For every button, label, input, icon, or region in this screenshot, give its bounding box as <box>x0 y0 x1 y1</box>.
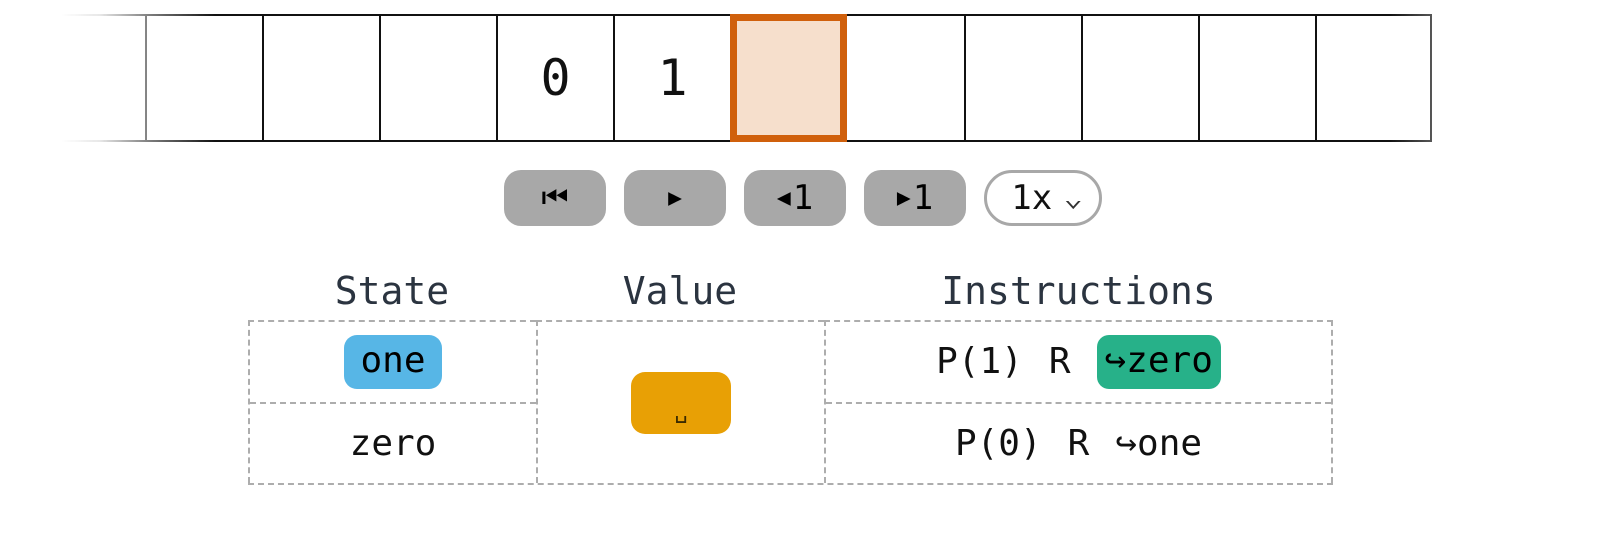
skip-to-start-icon: ⏮ <box>541 180 569 215</box>
tape-cell[interactable] <box>28 14 145 142</box>
table-header-row: State Value Instructions <box>248 262 1333 320</box>
tape-cell[interactable] <box>964 14 1081 142</box>
state-label: zero <box>349 422 437 464</box>
table-row[interactable]: P(1) R ↪zero <box>826 322 1331 404</box>
instruction-active: P(1) R ↪zero <box>936 335 1221 389</box>
play-icon: ▶ <box>668 184 682 211</box>
table-row[interactable]: P(0) R ↪one <box>826 404 1331 483</box>
column-header-value: Value <box>622 269 738 313</box>
tape-cell[interactable] <box>145 14 262 142</box>
instructions-column: P(1) R ↪zero P(0) R ↪one <box>824 320 1333 483</box>
tape-cell[interactable] <box>262 14 379 142</box>
transition-table: State Value Instructions one zero ␣ P(1) <box>248 262 1333 485</box>
step-forward-button[interactable]: ▶ 1 <box>864 170 966 226</box>
tape-cell-value: 0 <box>540 49 571 107</box>
tape-cell[interactable] <box>1198 14 1315 142</box>
instruction-move: R <box>1067 422 1090 464</box>
table-row[interactable]: zero <box>250 404 536 483</box>
tape-strip: 0 1 <box>28 14 1432 142</box>
step-forward-count: 1 <box>912 178 934 218</box>
tape-viewport: 0 1 <box>0 14 1606 142</box>
tape-cell[interactable] <box>1081 14 1198 142</box>
triangle-left-icon: ◀ <box>776 184 791 211</box>
playback-controls: ⏮ ▶ ◀ 1 ▶ 1 1x ⌄ <box>0 163 1606 233</box>
instruction-goto: ↪one <box>1115 422 1203 464</box>
instruction-move: R <box>1048 341 1071 382</box>
chevron-down-icon: ⌄ <box>1063 184 1084 212</box>
tape-section: 0 1 <box>0 0 1606 155</box>
table-body: one zero ␣ P(1) R ↪zero P(0) <box>248 320 1333 485</box>
blank-symbol: ␣ <box>674 398 688 424</box>
state-badge-active: one <box>344 335 442 389</box>
tape-cell[interactable] <box>847 14 964 142</box>
instruction-print: P(0) <box>954 422 1042 464</box>
speed-value: 1x <box>1011 178 1053 218</box>
tape-cell-value: 1 <box>657 49 688 107</box>
reset-to-start-button[interactable]: ⏮ <box>504 170 606 226</box>
tape-cell[interactable]: 0 <box>496 14 613 142</box>
step-back-button[interactable]: ◀ 1 <box>744 170 846 226</box>
triangle-right-icon: ▶ <box>896 184 911 211</box>
tape-cell[interactable] <box>1315 14 1432 142</box>
instruction-print: P(1) <box>936 341 1023 382</box>
tape-cell[interactable]: 1 <box>613 14 730 142</box>
tape-cell[interactable] <box>379 14 496 142</box>
table-row[interactable]: one <box>250 322 536 404</box>
play-button[interactable]: ▶ <box>624 170 726 226</box>
instruction: P(0) R ↪one <box>954 422 1203 464</box>
current-value-badge: ␣ <box>631 371 731 434</box>
instruction-goto-badge-active: ↪zero <box>1096 335 1221 389</box>
column-header-instructions: Instructions <box>941 269 1216 313</box>
speed-select[interactable]: 1x ⌄ <box>984 170 1102 226</box>
step-back-count: 1 <box>792 178 814 218</box>
column-header-state: State <box>334 269 450 313</box>
tape-cell-head[interactable] <box>730 14 847 142</box>
state-column: one zero <box>248 320 536 483</box>
value-column: ␣ <box>536 320 824 483</box>
